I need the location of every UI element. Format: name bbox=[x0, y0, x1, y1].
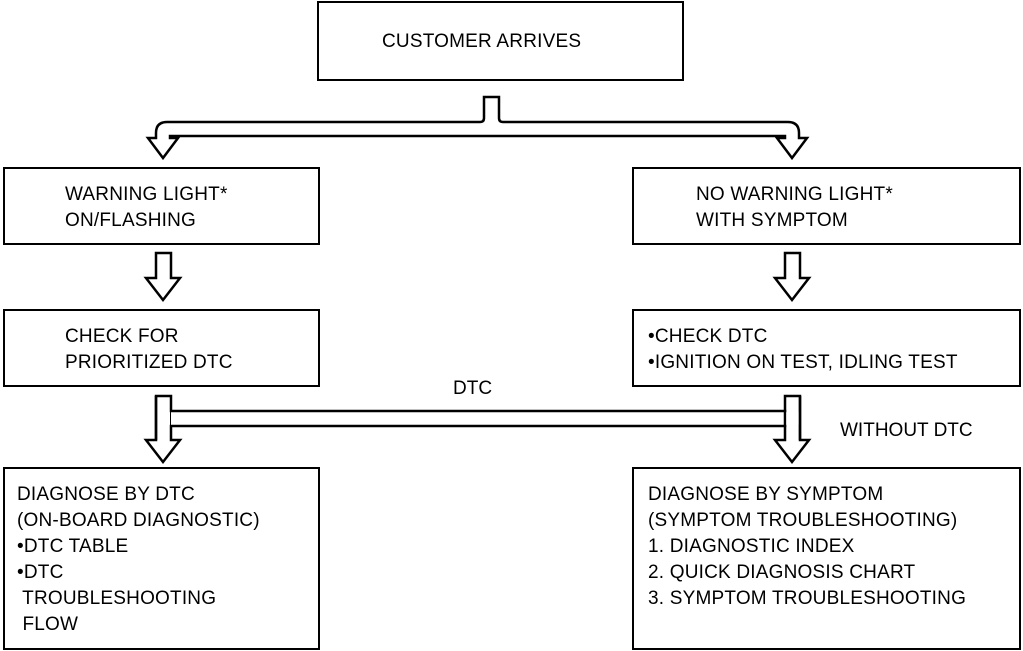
start-text: CUSTOMER ARRIVES bbox=[382, 31, 582, 52]
check-prioritized-line2: PRIORITIZED DTC bbox=[65, 352, 233, 373]
diagnose-symptom-line2: (SYMPTOM TROUBLESHOOTING) bbox=[648, 510, 958, 531]
diagnose-symptom-line4: 2. QUICK DIAGNOSIS CHART bbox=[648, 562, 916, 583]
warning-light-line2: ON/FLASHING bbox=[65, 210, 196, 231]
check-dtc-line2: •IGNITION ON TEST, IDLING TEST bbox=[648, 352, 958, 373]
no-warning-light-line1: NO WARNING LIGHT* bbox=[696, 184, 893, 205]
warning-light-box bbox=[3, 167, 320, 245]
diagnose-dtc-line1: DIAGNOSE BY DTC bbox=[17, 484, 195, 505]
diagnose-dtc-line2: (ON-BOARD DIAGNOSTIC) bbox=[17, 510, 260, 531]
dtc-crossover-arrow bbox=[171, 409, 787, 428]
no-warning-light-box bbox=[632, 167, 1021, 245]
check-prioritized-dtc-box bbox=[3, 309, 320, 387]
diagnose-dtc-line4: •DTC bbox=[17, 562, 64, 583]
dtc-edge-label: DTC bbox=[453, 378, 493, 399]
split-arrow bbox=[145, 95, 810, 161]
diagnose-by-dtc-box bbox=[3, 467, 320, 650]
check-dtc-box bbox=[632, 309, 1021, 387]
diagnose-symptom-line1: DIAGNOSE BY SYMPTOM bbox=[648, 484, 884, 505]
check-dtc-line1: •CHECK DTC bbox=[648, 326, 768, 347]
warning-light-line1: WARNING LIGHT* bbox=[65, 184, 228, 205]
down-arrow-left-1 bbox=[143, 251, 183, 303]
diagnose-dtc-line5: TROUBLESHOOTING bbox=[17, 588, 217, 609]
down-arrow-left-2 bbox=[143, 394, 183, 465]
without-dtc-edge-label: WITHOUT DTC bbox=[840, 420, 973, 441]
down-arrow-right-2 bbox=[772, 394, 812, 465]
no-warning-light-line2: WITH SYMPTOM bbox=[696, 210, 848, 231]
diagnose-by-symptom-box bbox=[632, 467, 1021, 650]
diagnose-dtc-line3: •DTC TABLE bbox=[17, 536, 129, 557]
diagnose-symptom-line5: 3. SYMPTOM TROUBLESHOOTING bbox=[648, 588, 967, 609]
diagnose-symptom-line3: 1. DIAGNOSTIC INDEX bbox=[648, 536, 855, 557]
check-prioritized-line1: CHECK FOR bbox=[65, 326, 179, 347]
start-box bbox=[317, 1, 684, 81]
down-arrow-right-1 bbox=[772, 251, 812, 303]
diagnose-dtc-line6: FLOW bbox=[17, 614, 79, 635]
